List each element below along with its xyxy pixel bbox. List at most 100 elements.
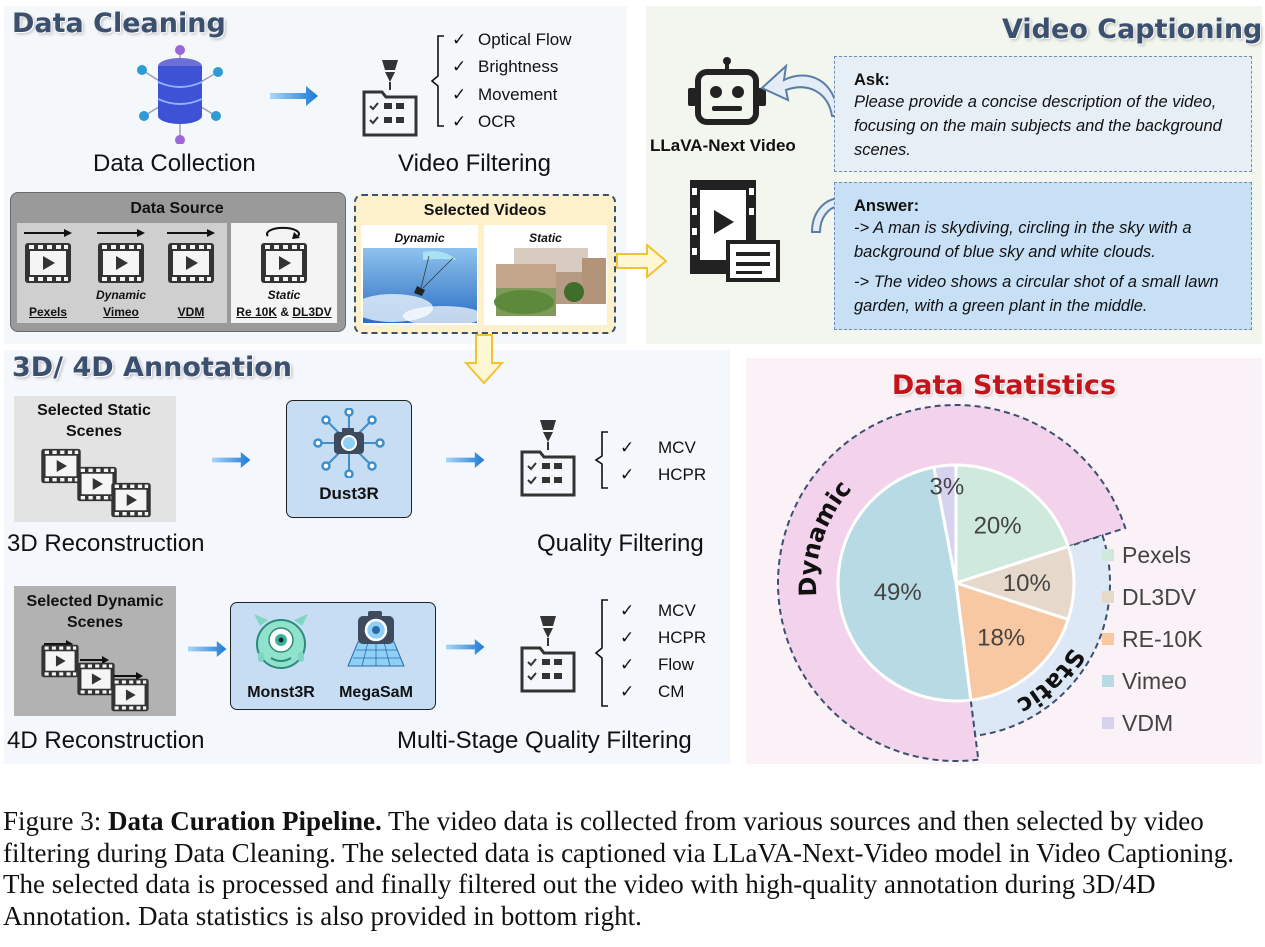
megasam-label: MegaSaM <box>339 684 413 701</box>
llava-model-label: LLaVA-Next Video <box>650 136 796 155</box>
megasam-camera-icon <box>347 611 405 667</box>
arrow-right-icon <box>446 452 485 468</box>
legend-swatch <box>1102 591 1114 603</box>
garden-image <box>494 248 606 316</box>
data-source-title: Data Source <box>130 200 224 217</box>
pie-data-label: 10% <box>1003 570 1051 597</box>
arrow-right-icon <box>212 452 251 468</box>
pie-slice-pexels <box>954 463 1071 586</box>
4d-reconstruction-label: 4D Reconstruction <box>7 727 205 754</box>
dynamic-label: Dynamic <box>95 288 147 302</box>
pie-data-label: 49% <box>874 579 922 606</box>
arrow-line <box>114 672 143 680</box>
ask-box <box>834 56 1252 172</box>
dust3r-camera-icon <box>313 408 385 478</box>
database-icon <box>137 45 223 144</box>
ask-title: Ask: <box>854 71 890 89</box>
quality-item: ✓HCPR <box>620 465 707 484</box>
video-captioning-title: Video Captioning <box>1002 14 1263 45</box>
legend-label: Vimeo <box>1122 667 1187 694</box>
quality-item: ✓HCPR <box>620 628 707 647</box>
video-icon <box>97 242 145 284</box>
multi-stage-quality-label: Multi-Stage Quality Filtering <box>397 727 692 754</box>
quality-item: ✓Flow <box>620 655 694 674</box>
legend-label: Pexels <box>1122 541 1192 568</box>
data-collection-label: Data Collection <box>93 150 256 177</box>
ask-text: Please provide a concise description of … <box>854 93 1222 159</box>
source-static: Re 10K & DL3DV <box>236 305 332 319</box>
arrow-right-icon <box>188 641 227 657</box>
legend-swatch <box>1102 675 1114 687</box>
dynamic-scenes-label: Selected Dynamic Scenes <box>26 593 164 631</box>
video-icon <box>110 482 152 518</box>
bracket-icon <box>594 599 608 707</box>
legend-item: DL3DV <box>1102 576 1252 618</box>
filter-folder-icon <box>518 614 578 694</box>
video-filtering-label: Video Filtering <box>398 150 551 177</box>
quality-item: ✓CM <box>620 682 685 701</box>
legend-swatch <box>1102 549 1114 561</box>
filter-item: ✓Movement <box>452 85 558 104</box>
bracket-icon <box>594 431 608 489</box>
video-icon <box>260 242 308 284</box>
legend-item: RE-10K <box>1102 618 1252 660</box>
monster-icon <box>254 614 308 669</box>
source-vdm: VDM <box>177 305 205 319</box>
arrow-line <box>167 229 215 237</box>
yellow-arrow-down-icon <box>464 334 504 385</box>
skydiving-image <box>363 248 477 323</box>
legend-swatch <box>1102 717 1114 729</box>
figure-caption: Figure 3: Data Curation Pipeline. The vi… <box>3 806 1265 932</box>
filter-item: ✓Brightness <box>452 57 559 76</box>
pie-slice-vimeo <box>836 465 973 703</box>
legend-label: VDM <box>1122 709 1174 736</box>
answer-text: -> A man is skydiving, circling in the s… <box>854 219 1192 261</box>
arrow-line <box>80 656 109 664</box>
legend-swatch <box>1102 633 1114 645</box>
source-vimeo: Vimeo <box>103 305 139 319</box>
video-icon <box>24 242 72 284</box>
dynamic-video-label: Dynamic <box>394 231 445 245</box>
quality-item: ✓MCV <box>620 438 696 457</box>
monst3r-label: Monst3R <box>247 684 315 701</box>
static-scenes-label: Selected Static Scenes <box>37 402 151 440</box>
video-document-icon <box>690 180 780 282</box>
legend-item: VDM <box>1102 702 1252 744</box>
filter-folder-icon <box>518 418 578 498</box>
robot-icon <box>688 57 766 125</box>
source-pexels: Pexels <box>28 305 68 319</box>
quality-item: ✓MCV <box>620 601 696 620</box>
pie-data-label: 18% <box>977 625 1025 652</box>
3d-reconstruction-label: 3D Reconstruction <box>7 530 205 557</box>
video-icon <box>167 242 215 284</box>
pie-data-label: 20% <box>974 513 1022 540</box>
legend-item: Pexels <box>1102 534 1252 576</box>
filter-item: ✓OCR <box>452 112 516 131</box>
caption-text: The video data is collected from various… <box>3 806 1234 931</box>
bracket-icon <box>430 35 444 127</box>
rotate-icon <box>266 226 300 239</box>
dynamic-group-ring <box>777 404 1127 762</box>
dust3r-label: Dust3R <box>319 484 379 503</box>
answer-title: Answer: <box>854 197 920 215</box>
pie-data-label: 3% <box>930 474 965 501</box>
static-label: Static <box>267 288 301 302</box>
annotation-title: 3D/ 4D Annotation <box>12 352 293 383</box>
legend-label: RE-10K <box>1122 625 1203 652</box>
video-icon <box>110 678 150 712</box>
pie-slice-re-10k <box>954 580 1071 702</box>
answer-text: -> The video shows a circular shot of a … <box>854 273 1219 315</box>
filter-item: ✓Optical Flow <box>452 30 572 49</box>
static-video-label: Static <box>529 231 562 245</box>
arrow-right-icon <box>446 639 485 655</box>
chart-title: Data Statistics <box>891 370 1117 401</box>
curved-arrow-icon <box>760 63 840 117</box>
caption-prefix: Figure 3: <box>3 806 108 836</box>
arrow-line <box>24 229 72 237</box>
filter-folder-icon <box>360 58 420 138</box>
data-cleaning-title: Data Cleaning <box>12 8 226 39</box>
video-icon <box>40 644 80 678</box>
legend-item: Vimeo <box>1102 660 1252 702</box>
arrow-line <box>97 229 145 237</box>
